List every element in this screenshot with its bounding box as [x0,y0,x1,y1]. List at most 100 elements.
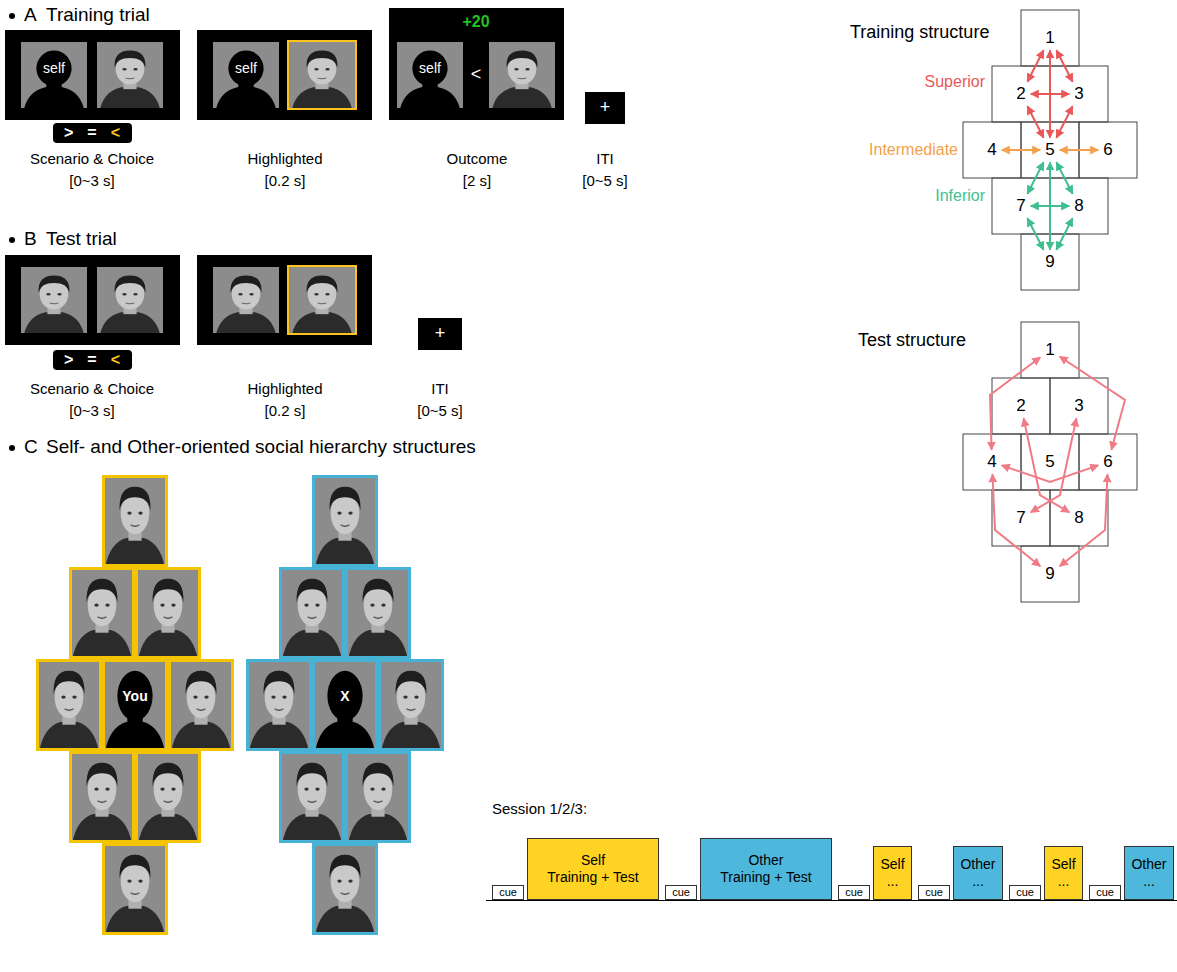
rank-number: 1 [1043,29,1056,48]
face-photo [489,42,555,108]
session-block: Other... [953,846,1003,900]
session-text: Self [581,852,605,869]
text-label: Inferior [935,186,985,205]
test-screens [5,255,372,345]
session-text: Training + Test [720,869,811,886]
silhouette [312,659,378,751]
rank-number-text: 7 [1016,509,1025,528]
connector-arrow [1024,418,1070,512]
text-label: ITI [596,150,614,168]
blue-frames [248,477,443,934]
face-photo [102,475,168,567]
text-label: [0~3 s] [69,402,114,420]
session-block: Self... [1044,846,1083,900]
text-label: C [24,436,38,459]
text-label: Highlighted [247,380,322,398]
face-photo [135,567,201,659]
rank-number: 8 [1072,509,1085,528]
face-photo [345,567,411,659]
silhouette [21,42,87,108]
choice-symbol: > [64,123,73,143]
session-text: ... [972,873,984,890]
frame [281,753,344,842]
connector-arrow [1060,474,1108,566]
text-label: Training structure [850,22,989,44]
test-grid [963,322,1137,602]
face-photo [246,659,312,751]
rank-number-text: 7 [1016,197,1025,216]
screen [5,255,180,345]
screen-node: +20self< [389,8,564,120]
choice-bar: >=< [53,350,132,370]
text-label: Scenario & Choice [30,380,154,398]
rank-number-text: 1 [1045,29,1054,48]
screen-text: self [235,60,257,77]
bullet [9,237,15,243]
frame [137,753,200,842]
connector-arrow [1027,50,1043,81]
silhouette [397,42,463,108]
connector-arrow [1056,106,1072,137]
frame [347,569,410,658]
session-text: ... [1058,873,1070,890]
text-label: [0~3 s] [69,172,114,190]
text-label: Training trial [46,4,150,27]
choice-symbol: < [111,350,120,370]
session-block: OtherTraining + Test [700,838,832,900]
screen-text: +20 [462,12,489,31]
text-label: [0.2 s] [265,172,306,190]
connector-arrow [1056,50,1072,81]
face-photo [279,751,345,843]
face-photo [345,751,411,843]
frame [104,661,167,750]
rank-number-text: 9 [1045,253,1054,272]
cue-text: cue [925,886,943,899]
cue-box: cue [1009,885,1041,900]
rank-number-text: 5 [1045,141,1054,160]
text-label: B [24,228,37,251]
session-text: Other [960,856,995,873]
frame [104,477,167,566]
rank-number-text: 4 [987,453,996,472]
rank-number: 2 [1014,85,1027,104]
connector-arrow [1056,162,1072,193]
frame [170,661,233,750]
text-label: Self- and Other-oriented social hierarch… [46,436,476,459]
rank-number-text: 2 [1016,397,1025,416]
cue-box: cue [492,885,524,900]
frame [314,477,377,566]
rank-number: 3 [1072,397,1085,416]
rank-number: 7 [1014,509,1027,528]
session-text: Self [1051,856,1075,873]
bullet [9,13,15,19]
text-label: Test trial [46,228,117,251]
rank-number: 9 [1043,253,1056,272]
rank-number: 7 [1014,197,1027,216]
face-photo [97,267,163,333]
connector-arrow [993,474,1041,566]
training-grid [963,10,1137,290]
text-label: ITI [431,380,449,398]
rank-number: 5 [1043,141,1056,160]
grid-cell [992,490,1050,546]
session-text: ... [887,873,899,890]
cue-box: cue [665,885,697,900]
rank-number-text: 3 [1074,397,1083,416]
connector-arrow [1060,149,1099,151]
grid-cell [1050,490,1108,546]
grid-cell [1021,322,1079,378]
face-photo [279,567,345,659]
face-photo [312,843,378,935]
rank-number: 1 [1043,341,1056,360]
connector-arrow [1027,218,1043,249]
text-label: Intermediate [869,140,958,159]
rank-number-text: 3 [1074,85,1083,104]
connector-arrow [1027,106,1043,137]
session-block: SelfTraining + Test [527,838,659,900]
screen-text: < [471,64,482,86]
text-label: Highlighted [247,150,322,168]
rank-number-text: 8 [1074,509,1083,528]
connector-arrow [990,357,1040,449]
frame [347,753,410,842]
